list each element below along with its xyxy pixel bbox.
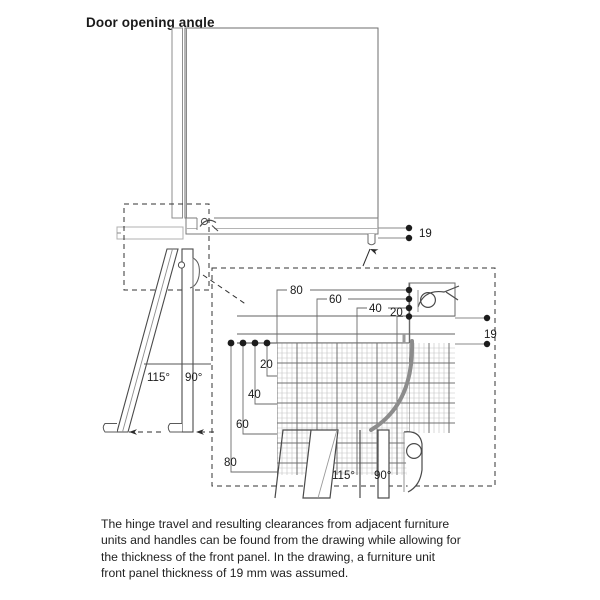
cabinet-handle-pin xyxy=(367,234,376,246)
door-leaf-90-upper xyxy=(167,248,194,433)
handle-leader-arrow xyxy=(362,248,379,267)
lower-angle-annotations: 115° 90° xyxy=(332,470,391,482)
detail-connector-leader xyxy=(202,274,248,306)
cabinet-base-slab xyxy=(185,217,379,235)
dimension-19-upper: 19 xyxy=(378,224,432,242)
page-title: Door opening angle xyxy=(86,15,215,30)
door-leaf-115-lower xyxy=(274,429,339,499)
vertical-dimension-chain: 20 40 60 80 xyxy=(224,339,277,473)
lower-carcass-lines xyxy=(237,282,456,344)
left-front-panel-bar xyxy=(116,226,184,240)
dimension-19-lower: 19 xyxy=(455,314,497,348)
measurement-grid xyxy=(277,343,409,475)
dimension-label-v-40: 40 xyxy=(248,389,261,401)
cabinet-left-door-closed xyxy=(171,27,183,219)
dimension-label-v-60: 60 xyxy=(236,419,249,431)
door-swing-arc xyxy=(369,339,415,432)
angle-label-115-upper: 115° xyxy=(147,372,170,384)
dimension-label-v-80: 80 xyxy=(224,457,237,469)
upper-open-hinge xyxy=(177,257,200,289)
angle-label-90-lower: 90° xyxy=(374,470,391,482)
measurement-grid-secondary xyxy=(409,343,455,433)
dimension-label-h-60: 60 xyxy=(329,294,342,306)
dimension-label-19-lower: 19 xyxy=(484,329,497,341)
upper-elevation-view: 19 xyxy=(102,27,432,435)
lower-detail-view: 115° 90° 80 60 xyxy=(211,267,497,499)
dimension-label-h-40: 40 xyxy=(369,303,382,315)
door-leaf-90-lower xyxy=(359,429,390,499)
lower-detail-dashed-boundary xyxy=(211,267,496,487)
upper-hinge-assembly xyxy=(196,216,219,232)
lower-hinge-detail-top xyxy=(417,285,460,312)
upper-angle-annotations: 115° 90° xyxy=(144,363,211,384)
upper-detail-dashed-box xyxy=(123,203,210,291)
caption-paragraph: The hinge travel and resulting clearance… xyxy=(101,517,461,581)
caption-text: The hinge travel and resulting clearance… xyxy=(101,516,461,582)
angle-label-90-upper: 90° xyxy=(185,372,202,384)
door-leaf-115-upper xyxy=(102,248,179,433)
dimension-label-v-20: 20 xyxy=(260,359,273,371)
angle-label-115-lower: 115° xyxy=(332,470,355,482)
lower-hinge-detail-bottom xyxy=(403,431,423,493)
horizontal-dimension-chain: 80 60 40 20 xyxy=(276,285,413,343)
cabinet-body xyxy=(184,27,379,219)
dimension-label-h-20: 20 xyxy=(390,307,403,319)
dimension-label-19-upper: 19 xyxy=(419,228,432,240)
dimension-label-h-80: 80 xyxy=(290,285,303,297)
